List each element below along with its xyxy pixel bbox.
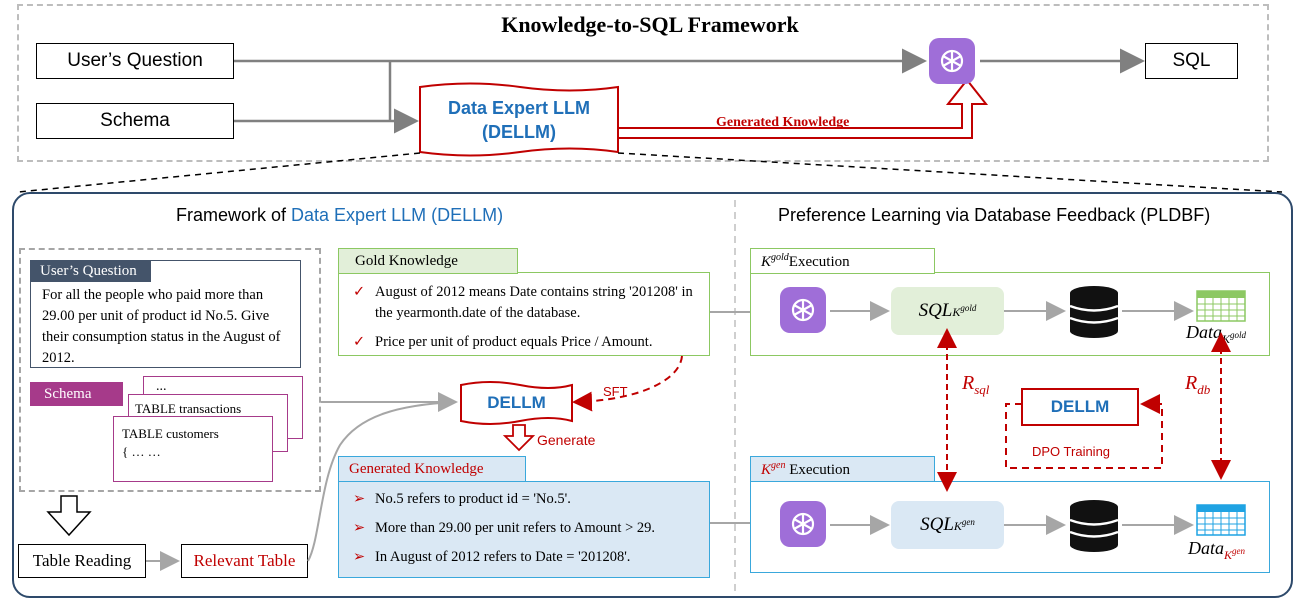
check-icon: ✓ — [353, 284, 366, 300]
question-tab: User’s Question — [30, 260, 151, 282]
users-question-label: User’s Question — [67, 50, 203, 71]
data-gen-label: DataKgen — [1188, 538, 1246, 562]
gold-item: ✓Price per unit of product equals Price … — [345, 332, 705, 353]
left-title-prefix: Framework of — [176, 205, 292, 225]
generated-knowledge-tab: Generated Knowledge — [338, 456, 526, 482]
dellm-top-line2: (DELLM) — [482, 122, 556, 142]
openai-logo-icon — [780, 287, 826, 333]
table-icon — [1196, 290, 1246, 322]
bottom-container — [12, 192, 1293, 598]
table-reading-box: Table Reading — [18, 544, 146, 578]
generate-label: Generate — [537, 432, 596, 448]
r-db-label: Rdb — [1185, 372, 1211, 397]
input-dashed-box — [19, 248, 321, 492]
schema-card-3-text: ... — [156, 379, 167, 394]
right-panel-title: Preference Learning via Database Feedbac… — [778, 205, 1211, 225]
schema-tab: Schema — [30, 382, 123, 406]
r-sql-label: Rsql — [962, 372, 990, 397]
relevant-table-box: Relevant Table — [181, 544, 308, 578]
arrowhead-bullet-icon: ➢ — [353, 549, 366, 565]
gold-knowledge-list: ✓August of 2012 means Date contains stri… — [345, 282, 705, 361]
table-reading-label: Table Reading — [32, 551, 132, 570]
table-icon — [1196, 504, 1246, 536]
gen-item: ➢No.5 refers to product id = 'No.5'. — [345, 489, 705, 510]
schema-card-2-text: TABLE transactions — [135, 401, 242, 416]
generated-knowledge-card — [338, 481, 710, 578]
dellm-top-line1: Data Expert LLM — [447, 98, 591, 118]
generated-knowledge-label: Generated Knowledge — [716, 115, 850, 130]
arrowhead-bullet-icon: ➢ — [353, 491, 366, 507]
schema-box: Schema — [36, 103, 234, 139]
dellm-top-box: Data Expert LLM (DELLM) — [420, 92, 618, 148]
sql-output-box: SQL — [1145, 43, 1238, 79]
check-icon: ✓ — [353, 334, 366, 350]
schema-label: Schema — [100, 110, 170, 131]
database-icon — [1069, 286, 1119, 338]
dellm-mid-label: DELLM — [487, 393, 546, 412]
gold-item: ✓August of 2012 means Date contains stri… — [353, 284, 693, 321]
schema-card-1-line1: TABLE customers — [122, 426, 219, 441]
top-framework-container — [17, 4, 1269, 162]
left-title-highlight: Data Expert LLM (DELLM) — [291, 205, 504, 225]
dpo-training-label: DPO Training — [1032, 444, 1111, 459]
gen-execution-tab: Kgen Execution — [750, 456, 935, 482]
database-icon — [1069, 500, 1119, 552]
openai-logo-icon — [780, 501, 826, 547]
gen-item: ➢More than 29.00 per unit refers to Amou… — [345, 518, 705, 539]
schema-card-1: TABLE customers { … … — [113, 416, 273, 482]
question-text: For all the people who paid more than 29… — [42, 287, 281, 366]
relevant-table-label: Relevant Table — [193, 551, 296, 570]
schema-card-1-line2: { … … — [122, 444, 161, 459]
gold-knowledge-card — [338, 272, 710, 356]
framework-title: Knowledge-to-SQL Framework — [501, 12, 799, 37]
sql-label: SQL — [1172, 50, 1211, 71]
left-panel-title: Framework of Data Expert LLM (DELLM) — [176, 205, 503, 226]
openai-logo-icon — [929, 38, 975, 84]
sft-label: SFT — [603, 384, 628, 399]
users-question-box: User’s Question — [36, 43, 234, 79]
gold-execution-tab: KgoldExecution — [750, 248, 935, 274]
generated-knowledge-list: ➢No.5 refers to product id = 'No.5'. ➢Mo… — [345, 489, 705, 576]
gold-knowledge-tab: Gold Knowledge — [338, 248, 518, 274]
arrowhead-bullet-icon: ➢ — [353, 520, 366, 536]
dellm-dpo-label: DELLM — [1050, 397, 1110, 416]
gen-item: ➢In August of 2012 refers to Date = '201… — [345, 547, 705, 568]
